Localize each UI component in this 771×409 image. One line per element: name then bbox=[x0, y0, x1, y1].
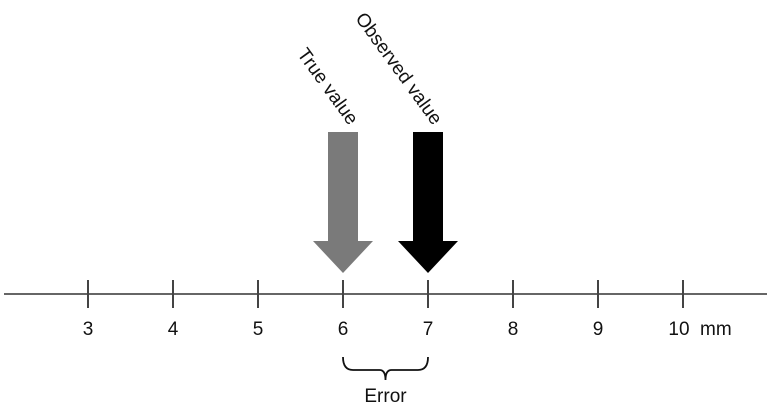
scale-tick-label-5: 5 bbox=[253, 319, 264, 340]
scale-ticks bbox=[87, 280, 684, 308]
scale-tick-label-8: 8 bbox=[508, 319, 519, 340]
observed-value-arrow bbox=[398, 132, 458, 273]
scale-tick-labels: 3 4 5 6 7 8 9 10 mm bbox=[83, 319, 732, 340]
scale-tick-label-3: 3 bbox=[83, 319, 94, 340]
scale-tick-label-4: 4 bbox=[168, 319, 179, 340]
true-value-arrow bbox=[313, 132, 373, 273]
true-value-arrow-shape bbox=[313, 132, 373, 273]
observed-value-label: Observed value bbox=[351, 9, 446, 129]
observed-value-arrow-shape bbox=[398, 132, 458, 273]
scale-tick-label-6: 6 bbox=[338, 319, 349, 340]
scale-unit-label: mm bbox=[700, 319, 732, 340]
scale-tick-label-10: 10 bbox=[668, 319, 689, 340]
scale-tick-label-7: 7 bbox=[423, 319, 434, 340]
error-label: Error bbox=[364, 386, 407, 407]
error-bracket bbox=[342, 356, 429, 381]
scale-tick-label-9: 9 bbox=[593, 319, 604, 340]
true-value-label: True value bbox=[293, 45, 362, 129]
